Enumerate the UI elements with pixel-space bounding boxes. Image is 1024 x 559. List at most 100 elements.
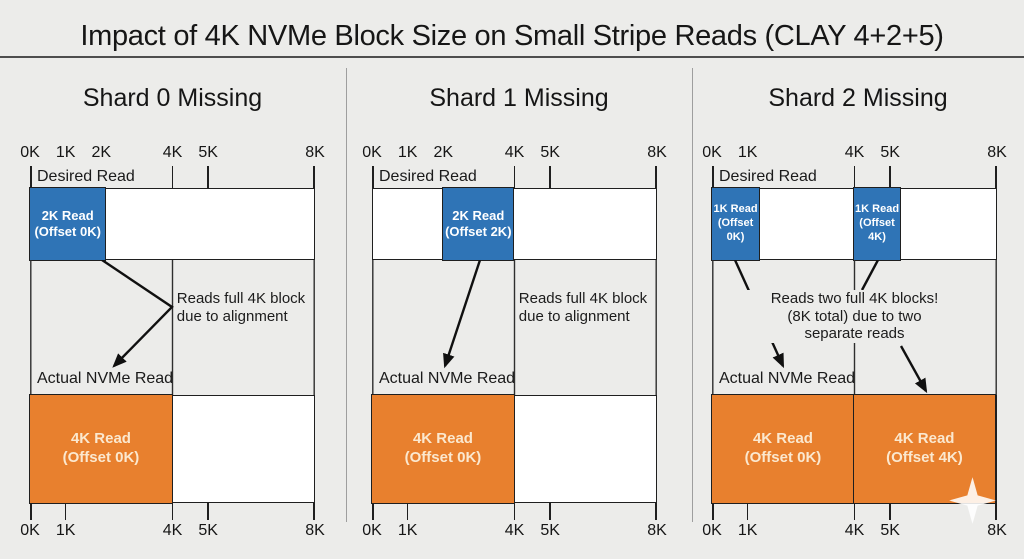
axis-tick-label: 1K [55, 144, 76, 161]
annotation-text: Reads two full 4K blocks!(8K total) due … [729, 290, 980, 344]
axis-tick-label: 5K [540, 144, 560, 161]
axis-tick-label: 4K [162, 144, 183, 161]
axis-tick [995, 503, 997, 520]
read-segment-text: (Offset [859, 217, 895, 230]
actual-read-box: 4K Read(Offset 0K) [371, 394, 657, 504]
axis-tick-label: 0K [20, 522, 40, 539]
desired-read-box: 2K Read(Offset 0K) [29, 187, 315, 261]
arrow-layer [372, 260, 657, 395]
axis-tick-label: 5K [198, 144, 218, 161]
axis-tick-label: 8K [647, 144, 667, 161]
axis-tick [712, 503, 714, 520]
axis-tick [889, 166, 891, 188]
annotation-area: Reads two full 4K blocks!(8K total) due … [712, 260, 997, 395]
annotation-line: due to alignment [518, 307, 630, 325]
desired-read-label: Desired Read [719, 168, 817, 185]
axis-tick-label: 5K [880, 144, 900, 161]
read-segment-text: 2K Read [41, 207, 94, 223]
annotation-line: Reads two full 4K blocks! [770, 290, 939, 307]
axis-tick [30, 166, 32, 188]
axis-tick-label: 1K [737, 144, 758, 161]
axis-tick [655, 166, 657, 188]
annotation-line: separate reads [804, 325, 905, 343]
read-segment-text: 1K Read [855, 203, 900, 216]
axis-tick-label: 2K [433, 144, 454, 161]
axis-tick [372, 503, 374, 520]
axis-tick-label: 2K [91, 144, 112, 161]
axis-tick [712, 166, 714, 188]
axis-tick-label: 0K [362, 522, 382, 539]
axis-tick [746, 503, 749, 520]
panel-header: Shard 2 Missing [768, 84, 948, 112]
actual-read-segment: 4K Read(Offset 0K) [371, 394, 515, 504]
desired-read-segment: 2K Read(Offset 0K) [29, 187, 106, 261]
title-divider-line [0, 56, 1024, 58]
panel-divider-line [692, 68, 693, 522]
axis-tick-label: 0K [702, 522, 722, 539]
axis-tick-label: 5K [540, 522, 560, 539]
axis-tick [30, 503, 32, 520]
annotation-line: (8K total) due to two [787, 307, 922, 325]
axis-tick-label: 8K [305, 144, 325, 161]
axis-tick [171, 503, 174, 520]
axis-tick [655, 503, 657, 520]
axis-tick [64, 503, 67, 520]
axis-tick-label: 1K [397, 522, 418, 539]
axis-tick-label: 8K [305, 522, 325, 539]
axis-tick [853, 503, 856, 520]
annotation-line: Reads full 4K block [518, 290, 648, 307]
actual-read-box: 4K Read(Offset 0K)4K Read(Offset 4K) [711, 394, 997, 504]
axis-tick-label: 1K [737, 522, 758, 539]
read-segment-text: 4K Read [412, 430, 473, 448]
read-segment-text: (Offset 2K) [445, 224, 512, 239]
annotation-arrow [899, 345, 928, 394]
axis-tick [207, 503, 209, 520]
actual-read-label: Actual NVMe Read [379, 370, 516, 387]
axis-tick-label: 1K [55, 522, 76, 539]
arrow-layer [30, 260, 315, 395]
annotation-line: due to alignment [176, 307, 288, 325]
axis-tick [171, 166, 174, 188]
annotation-arrow [101, 260, 174, 368]
axis-tick [207, 166, 209, 188]
axis-tick [549, 166, 551, 188]
annotation-line: Reads full 4K block [176, 290, 306, 307]
desired-read-label: Desired Read [37, 168, 135, 185]
axis-tick-label: 4K [504, 522, 525, 539]
axis-tick-label: 0K [702, 144, 722, 161]
read-segment-text: (Offset 0K) [34, 224, 101, 239]
panel-divider-line [346, 68, 347, 522]
actual-read-segment: 4K Read(Offset 0K) [711, 394, 855, 504]
axis-tick [513, 166, 516, 188]
axis-tick-label: 4K [162, 522, 183, 539]
annotation-arrow [443, 260, 482, 369]
read-segment-text: (Offset 0K) [62, 449, 140, 466]
axis-tick-label: 5K [198, 522, 218, 539]
axis-tick [853, 166, 856, 188]
axis-tick-label: 8K [647, 522, 667, 539]
read-segment-text: (Offset 0K) [404, 449, 482, 466]
axis-tick [889, 503, 891, 520]
axis-tick [549, 503, 551, 520]
axis-tick [995, 166, 997, 188]
read-segment-text: 4K Read [894, 430, 955, 448]
axis-tick-label: 8K [987, 522, 1007, 539]
read-segment-text: 4K Read [752, 430, 813, 448]
axis-tick-label: 0K [362, 144, 382, 161]
axis-tick [513, 503, 516, 520]
panel-header: Shard 1 Missing [429, 84, 609, 112]
read-segment-text: (Offset 0K) [744, 449, 822, 466]
read-segment-text: (Offset [717, 217, 754, 230]
slide-title: Impact of 4K NVMe Block Size on Small St… [80, 20, 944, 52]
actual-read-segment: 4K Read(Offset 0K) [29, 394, 173, 504]
